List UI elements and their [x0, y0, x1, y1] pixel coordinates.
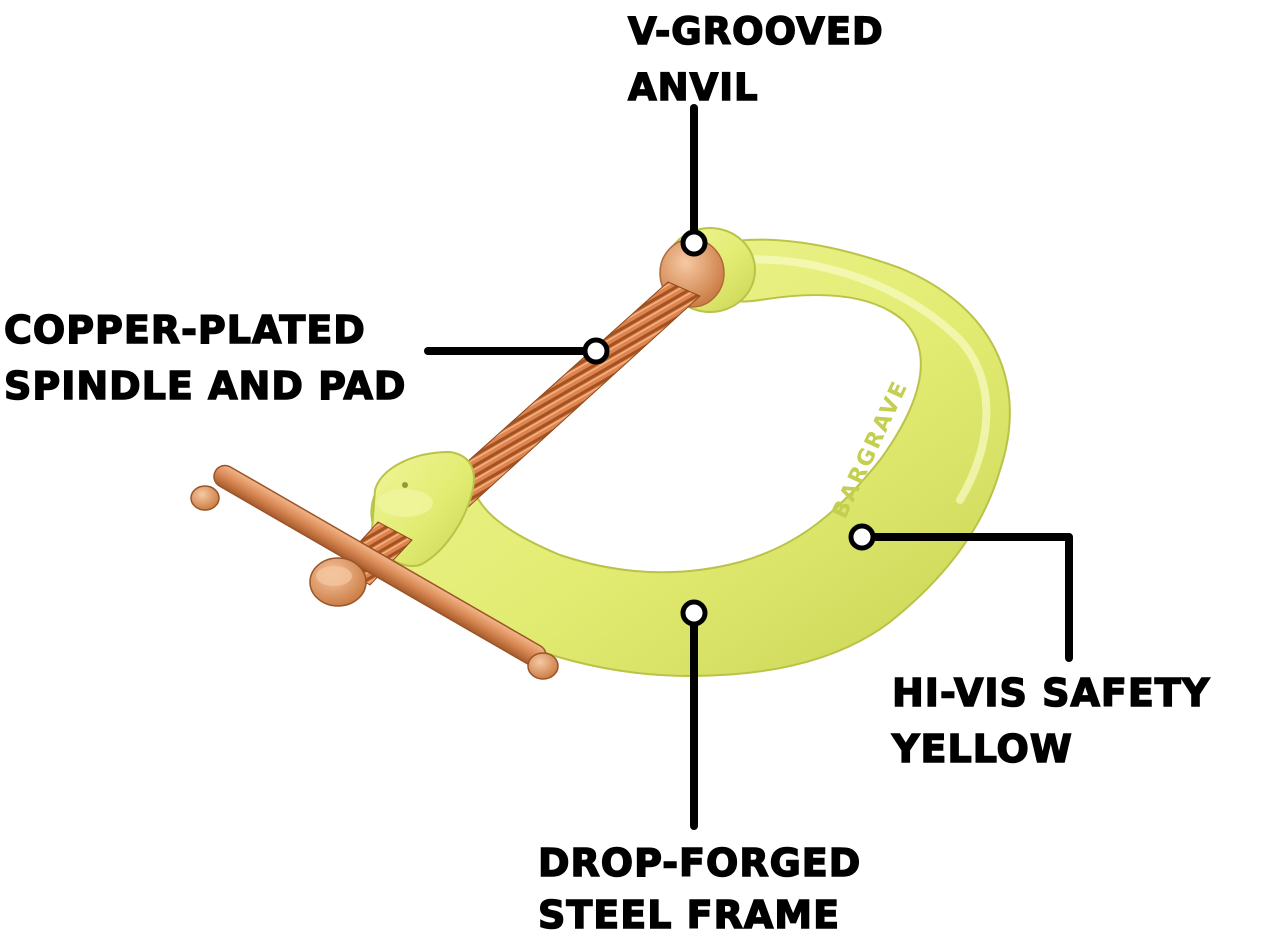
leader-yellow — [858, 533, 1073, 662]
leader-dot-frame — [680, 599, 708, 627]
leader-dot-anvil — [680, 229, 708, 257]
callout-anvil-line2: ANVIL — [627, 65, 759, 110]
callout-anvil-line1: V-GROOVED — [627, 9, 884, 54]
frame-highlight — [716, 255, 991, 504]
callout-frame-line2: STEEL FRAME — [537, 892, 841, 938]
callout-copper-spindle: COPPER-PLATED SPINDLE AND PAD — [3, 302, 407, 414]
leader-dot-spindle — [582, 337, 610, 365]
callout-spindle-line1: COPPER-PLATED — [3, 307, 366, 353]
callout-v-grooved-anvil: V-GROOVED ANVIL — [627, 4, 884, 116]
callout-yellow-line1: HI-VIS SAFETY — [891, 670, 1211, 716]
leader-dots — [582, 229, 876, 627]
callout-frame-line1: DROP-FORGED — [537, 840, 862, 886]
t-handle — [190, 464, 559, 680]
callout-drop-forged-frame: DROP-FORGED STEEL FRAME — [537, 837, 862, 941]
leader-lines — [424, 104, 1073, 830]
callout-yellow-line2: YELLOW — [891, 726, 1073, 772]
callout-hi-vis-yellow: HI-VIS SAFETY YELLOW — [891, 665, 1211, 777]
callout-spindle-line2: SPINDLE AND PAD — [3, 363, 407, 409]
leader-dot-yellow — [848, 523, 876, 551]
